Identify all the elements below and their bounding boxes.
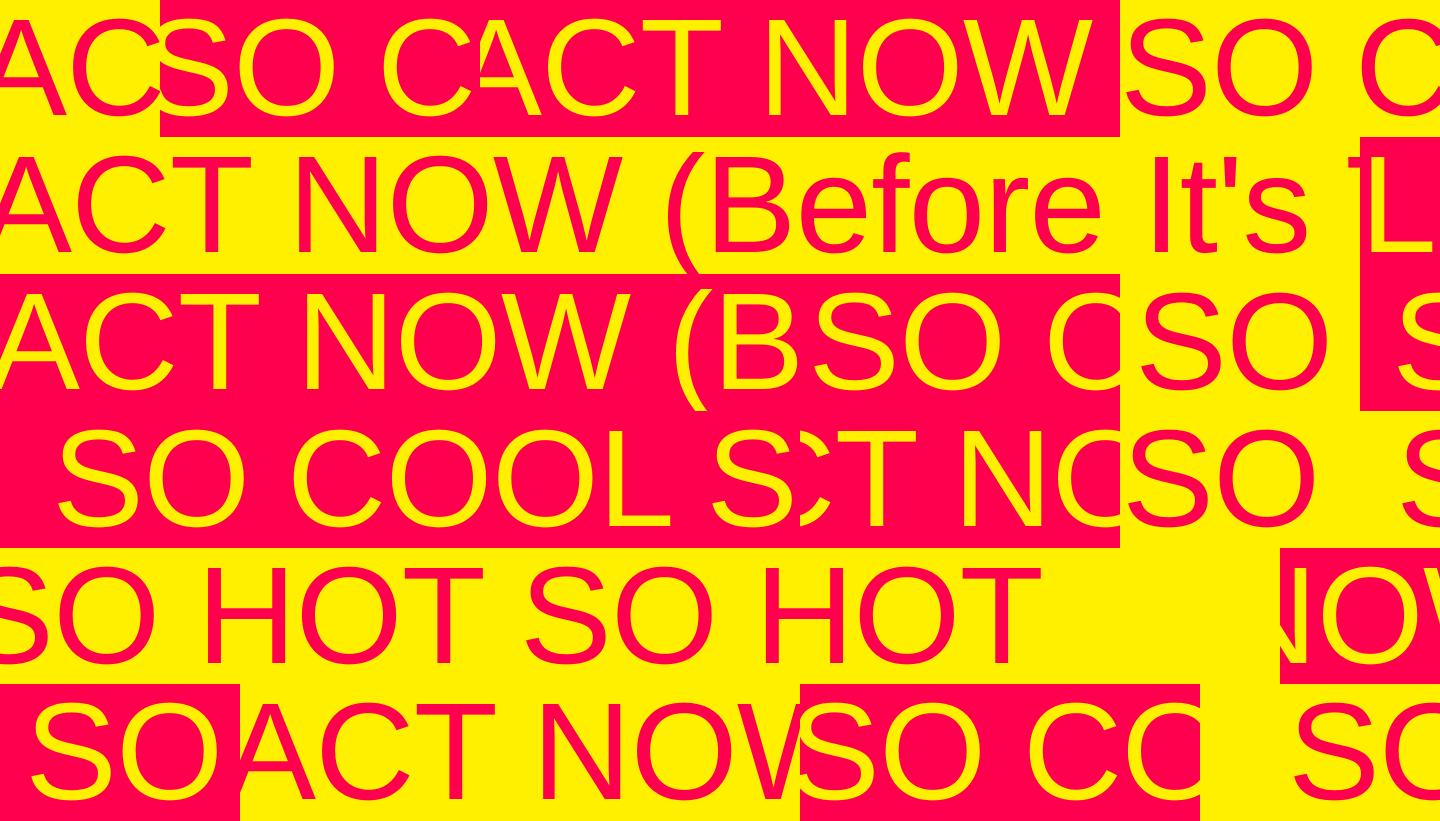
marquee-text: SO COOL SO COOL	[1288, 684, 1440, 821]
marquee-tile-act-now: ACT NOW (Before It's Too Late) ACT NOW (…	[480, 0, 1120, 137]
marquee-text: SO COOL SO COOL	[1396, 411, 1440, 548]
marquee-tile-so-cool: SO COOL SO COOL	[1120, 274, 1360, 411]
marquee-text: ACT NOW (Before It's Too Late) ACT NOW (…	[0, 0, 160, 137]
marquee-text: SO HOT SO HOT	[1122, 411, 1360, 548]
marquee-tile-act-now: ACT NOW (Before It's Too Late) ACT NOW (…	[240, 684, 800, 821]
marquee-text: ACT NOW (Before It's Too Late) ACT NOW (…	[240, 684, 800, 821]
marquee-tile-so-cool: SO COOL SO COOL	[1360, 274, 1440, 411]
marquee-text: SO COOL SO COOL	[52, 411, 800, 548]
marquee-tile-so-cool: SO COOL SO COOL	[1120, 0, 1440, 137]
marquee-tile-act-now: ACT NOW (Before It's Too Late) ACT NOW (…	[0, 274, 800, 411]
marquee-tile-so-cool: SO COOL SO COOL	[800, 684, 1200, 821]
marquee-text: SO COOL SO COOL	[25, 684, 240, 821]
marquee-tile-act-now: ACT NOW (Before It's Too Late) ACT NOW (…	[1280, 548, 1440, 684]
marquee-tile-act-now: ACT NOW (Before It's Too Late) ACT NOW (…	[0, 0, 160, 137]
marquee-tile-so-cool: SO COOL SO COOL	[1200, 684, 1440, 821]
marquee-tile-act-now: ACT NOW (Before It's Too Late) ACT NOW (…	[0, 137, 1360, 274]
marquee-text: SO COOL SO COOL	[1120, 0, 1440, 137]
marquee-text: SO COOL SO COOL	[1360, 137, 1437, 274]
marquee-text: ACT NOW (Before It's Too Late) ACT NOW (…	[1280, 548, 1440, 684]
marquee-tile-so-cool: SO COOL SO COOL	[1360, 411, 1440, 548]
marquee-text: ACT NOW (Before It's Too Late) ACT NOW (…	[480, 0, 1120, 137]
marquee-tile-so-cool: SO COOL SO COOL	[1360, 137, 1440, 274]
marquee-text: ACT NOW (Before It's Too Late) ACT NOW (…	[800, 411, 1120, 548]
marquee-text: SO COOL SO COOL	[808, 274, 1120, 411]
marquee-tile-so-cool: SO COOL SO COOL	[160, 0, 480, 137]
marquee-text: ACT NOW (Before It's Too Late) ACT NOW (…	[0, 137, 1360, 274]
marquee-tile-so-cool: SO COOL SO COOL	[0, 684, 240, 821]
marquee-tile-so-hot: SO HOT SO HOT	[1120, 411, 1360, 548]
marquee-tile-act-now: ACT NOW (Before It's Too Late) ACT NOW (…	[800, 411, 1120, 548]
marquee-text: SO COOL SO COOL	[160, 0, 480, 137]
marquee-text: SO COOL SO COOL	[800, 684, 1200, 821]
marquee-tile-so-hot: SO HOT SO HOT	[0, 548, 1280, 684]
marquee-text: SO COOL SO COOL	[1135, 274, 1360, 411]
marquee-text: SO COOL SO COOL	[1392, 274, 1440, 411]
marquee-tile-so-cool: SO COOL SO COOL	[0, 411, 800, 548]
marquee-tile-so-cool: SO COOL SO COOL	[800, 274, 1120, 411]
marquee-text: SO HOT SO HOT	[0, 548, 1044, 684]
marquee-text: ACT NOW (Before It's Too Late) ACT NOW (…	[0, 274, 800, 411]
